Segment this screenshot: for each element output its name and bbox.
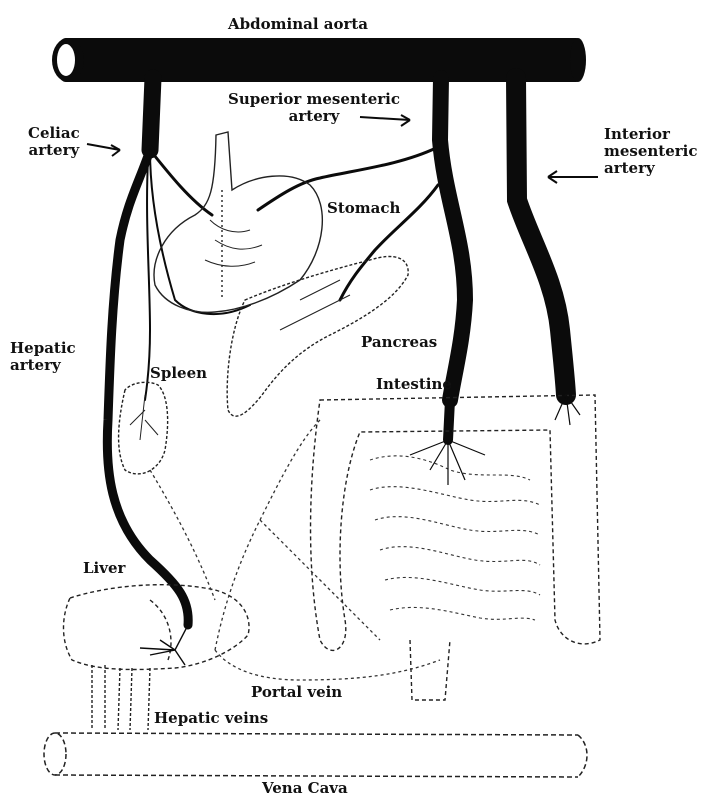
large-intestine [311,395,600,700]
label-celiac-line1: Celiac [28,125,80,142]
celiac-artery [107,78,250,625]
label-liver: Liver [83,560,125,577]
label-superior-mesenteric-artery: Superior mesenteric artery [228,91,400,125]
liver-vessels [140,625,188,665]
label-pancreas: Pancreas [361,334,437,351]
intestine-vessels [410,395,580,485]
label-sma-line1: Superior mesenteric [228,91,400,108]
vena-cava [44,733,587,777]
label-hepatic-veins: Hepatic veins [154,710,268,727]
label-hepatic-artery-line2: artery [10,357,76,374]
portal-vein [150,420,440,680]
liver [64,585,250,670]
label-portal-vein: Portal vein [251,684,342,701]
label-stomach: Stomach [327,200,400,217]
hepatic-veins [92,665,150,730]
label-sma-line2: artery [228,108,400,125]
abdominal-aorta [52,38,586,82]
label-celiac-artery: Celiac artery [28,125,80,159]
label-celiac-line2: artery [28,142,80,159]
stomach [154,132,322,312]
label-vena-cava: Vena Cava [262,780,348,797]
inferior-mesenteric-artery [516,78,566,395]
label-ima-line3: artery [604,160,698,177]
label-interior-mesenteric-artery: Interior mesenteric artery [604,126,698,177]
label-ima-line1: Interior [604,126,698,143]
spleen [119,382,168,474]
label-intestine: Intestine [376,376,452,393]
label-ima-line2: mesenteric [604,143,698,160]
label-hepatic-artery: Hepatic artery [10,340,76,374]
label-hepatic-artery-line1: Hepatic [10,340,76,357]
small-intestine [370,456,540,620]
label-spleen: Spleen [150,365,207,382]
label-abdominal-aorta: Abdominal aorta [228,16,368,33]
